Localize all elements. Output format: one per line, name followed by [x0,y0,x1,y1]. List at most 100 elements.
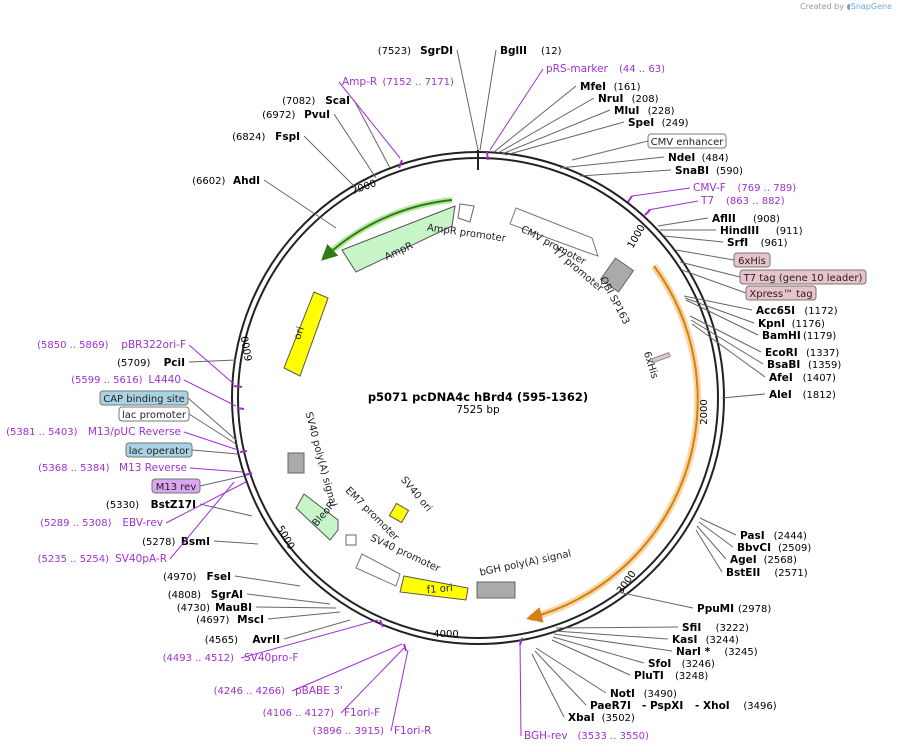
site-leader-line [554,630,669,640]
box-his6 [733,252,771,268]
site-name: AleI [769,389,792,401]
site-position: (3222) [716,623,749,634]
site-leader-line [188,359,237,363]
site-position: (2568) [764,555,797,566]
site-position: (908) [753,214,780,225]
site-leader-line [559,156,665,169]
primer-stubs [233,151,651,652]
his6-block [651,352,671,364]
ampr-arc [321,199,453,261]
box-label-cap: CAP binding site [103,394,185,405]
site-leader-line [689,315,762,353]
primer-leader-line [291,643,403,692]
site-name: AgeI [730,554,757,566]
primer-name: M13 Reverse [119,462,187,474]
site-name: MfeI [580,81,606,93]
site-leader-line [663,235,724,243]
site-name: BstEII [726,567,760,579]
tick-label: 7000 [350,178,378,197]
box-cmv-enhancer [647,133,727,149]
site-leader-line [579,169,672,177]
primer-leader-line [183,379,237,407]
site-name: SrfI [727,237,748,249]
primer-range: (5381 .. 5403) [6,427,78,438]
primer-range: (3533 .. 3550) [578,731,650,742]
site-leader-line [553,633,673,652]
site-position: (208) [632,94,659,105]
site-leader-line [497,97,595,154]
site-name: BstZ17I [151,499,196,511]
primer-labels: pRS-marker(44 .. 63)Amp-R(7152 .. 7171)C… [6,63,796,742]
site-position: (2978) [738,604,771,615]
primer-range: (769 .. 789) [738,183,797,194]
em7-block [345,534,357,546]
site-leader-line [501,109,611,155]
site-leader-line [698,521,734,548]
box-label-xpress: Xpress™ tag [749,289,812,300]
site-position: (1172) [804,306,837,317]
ori-arrow [283,291,329,377]
box-label-lac-promoter: lac promoter [122,410,187,421]
brand-name: SnapGene [850,2,892,11]
site-leader-line [657,217,709,227]
site-position: (6824) [232,132,265,143]
site-leader-line [353,99,391,169]
box-label-m13rev: M13 rev [156,482,197,493]
box-leader-line [681,269,747,294]
primer-name: pBABE 3' [295,685,343,697]
tick-label: 5000 [274,524,296,552]
primer-leader-line [338,81,401,159]
site-name: PciI [164,357,185,369]
site-name: XbaI [568,712,595,724]
site-name: BglII [500,45,527,57]
feature-label-his6-inner: 6xHis [641,350,660,380]
site-position: (249) [662,118,689,129]
site-position: (5330) [106,500,139,511]
site-leader-line [479,49,497,151]
site-position: (3244) [706,635,739,646]
site-position: (4697) [196,615,229,626]
site-leader-line [535,647,607,694]
primer-name: pBR322ori-F [121,339,186,351]
sv40-polya-block [287,452,305,474]
site-leader-line [695,529,723,573]
box-leader-line [679,261,741,278]
site-name: SgrDI [420,45,453,57]
primer-name: M13/pUC Reverse [88,426,181,438]
site-position: (3246) [682,659,715,670]
primer-range: (4106 .. 4127) [263,708,335,719]
site-leader-line [246,593,331,605]
site-position: (1337) [806,348,839,359]
insert-arc-halo [529,263,702,622]
site-position: (2571) [774,568,807,579]
site-position: (4730) [177,603,210,614]
site-name: SpeI [628,117,654,129]
site-name: KasI [672,634,697,646]
site-leader-line [683,295,753,311]
primer-name: pRS-marker [546,63,609,75]
site-leader-line [721,393,766,399]
site-name: NdeI [668,152,695,164]
site-name: PluTI [634,670,664,682]
primer-name: BGH-rev [524,730,568,742]
site-name: Acc65I [756,305,795,317]
site-leader-line [531,653,565,718]
cmv-promoter-arrow [509,207,599,257]
site-position: (4970) [163,572,196,583]
site-name: EcoRI [765,347,798,359]
primer-name: SV40pro-F [244,652,298,664]
site-name: NarI * [676,646,711,658]
box-cap [99,390,189,406]
restriction-sites: SgrDI(7523)BglII(12)MfeI(161)NruI(208)Ml… [106,45,841,724]
qbi-block [599,257,635,293]
primer-leader-line [631,187,691,197]
site-name: AhdI [233,175,260,187]
box-label-t7-tag: T7 tag (gene 10 leader) [743,273,863,284]
sv40-ori-block [388,502,410,524]
primer-leader-line [240,619,379,659]
site-name: AvrII [252,634,280,646]
primer-range: (5599 .. 5616) [71,375,143,386]
box-lac-promoter [118,406,190,422]
primer-leader-line [189,467,244,473]
site-name: BamHI [762,330,801,342]
